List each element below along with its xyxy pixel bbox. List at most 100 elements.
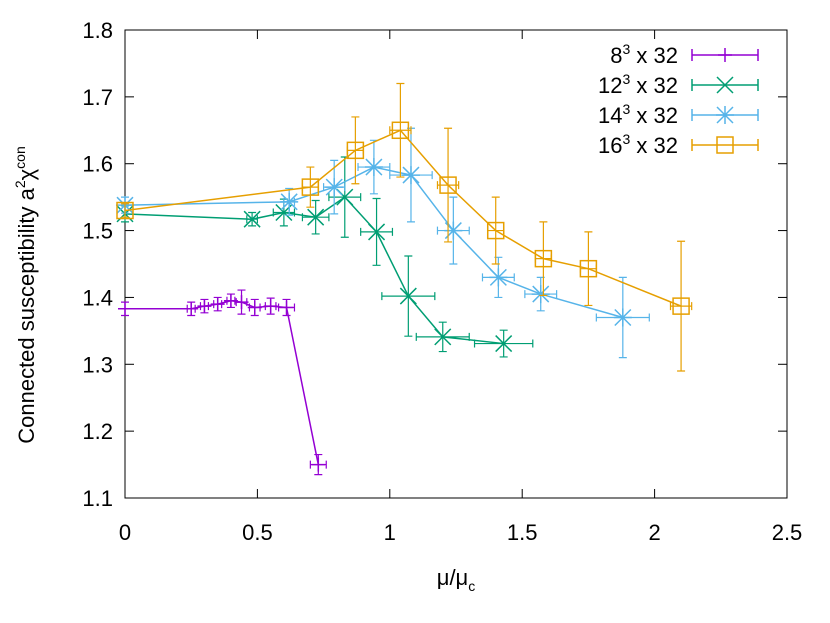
data-point (486, 196, 505, 265)
point-marker (531, 285, 550, 304)
y-tick-label: 1.4 (82, 285, 113, 310)
data-point (381, 255, 436, 337)
y-tick-label: 1.5 (82, 219, 113, 244)
data-point (184, 301, 199, 317)
data-point (481, 256, 515, 299)
point-marker (279, 300, 294, 315)
point-marker (263, 299, 278, 314)
data-point (301, 166, 320, 208)
data-point (323, 159, 346, 215)
series-layer (116, 82, 693, 476)
legend-label: 143 x 32 (598, 101, 678, 128)
point-marker (307, 208, 325, 226)
legend-label-base: 8 (610, 43, 622, 68)
data-point (223, 293, 238, 309)
data-point (436, 127, 460, 243)
y-tick-label: 1.3 (82, 352, 113, 377)
legend-label-base: 16 (598, 133, 622, 158)
legend-label-rest: x 32 (630, 73, 678, 98)
point-marker (434, 328, 452, 346)
point-marker (486, 221, 505, 240)
point-marker (280, 192, 299, 211)
y-error-bar (491, 196, 500, 265)
data-point (277, 298, 296, 317)
point-marker (325, 178, 344, 197)
point-marker (184, 301, 199, 316)
y-error-bar (677, 240, 686, 372)
y-axis-title-chi: χ (14, 168, 39, 180)
series-0 (118, 289, 327, 476)
y-error-bar (584, 231, 593, 307)
point-marker (672, 297, 690, 315)
data-point (415, 321, 470, 353)
point-marker (495, 335, 513, 353)
point-marker (118, 301, 132, 316)
legend-marker (718, 48, 732, 62)
data-point (210, 296, 225, 312)
y-axis-title-sup2: con (12, 146, 28, 169)
legend-label-base: 14 (598, 103, 622, 128)
point-marker (116, 201, 134, 220)
point-marker (243, 210, 261, 228)
x-tick-label: 2 (648, 520, 660, 545)
point-marker (210, 297, 225, 312)
data-point (263, 297, 278, 315)
data-point (524, 276, 558, 312)
data-point (280, 187, 299, 216)
series-3 (116, 82, 693, 372)
legend-line (691, 139, 759, 151)
y-tick-label: 1.1 (82, 486, 113, 511)
y-tick-label: 1.6 (82, 152, 113, 177)
x-axis-title: μ/μc (437, 565, 475, 594)
x-axis-title-sub: c (468, 578, 475, 594)
data-point (534, 221, 553, 297)
x-tick-label: 0.5 (242, 520, 273, 545)
y-error-bar (306, 166, 315, 208)
data-point (389, 82, 412, 178)
y-axis-title-sup1: 2 (12, 180, 28, 188)
point-marker (489, 268, 508, 287)
y-axis-title-main: Connected susceptibility a (14, 187, 39, 443)
y-tick-label: 1.2 (82, 419, 113, 444)
axis-ticks (124, 29, 788, 499)
x-tick-label: 0 (119, 520, 131, 545)
point-marker (368, 223, 386, 241)
data-point (473, 329, 534, 358)
y-tick-labels: 1.11.21.31.41.51.61.71.8 (82, 18, 113, 511)
legend-marker (716, 106, 734, 124)
legend-marker (716, 76, 734, 94)
legend-entry-0: 83 x 32 (610, 41, 759, 68)
point-marker (247, 300, 262, 315)
data-point (357, 139, 391, 195)
legend-label: 123 x 32 (598, 71, 678, 98)
legend-marker (716, 136, 734, 154)
point-marker (444, 221, 463, 240)
data-point (301, 199, 330, 235)
legend-label-base: 12 (598, 73, 622, 98)
point-marker (613, 308, 632, 327)
data-point (247, 298, 262, 317)
data-point (116, 201, 134, 220)
point-marker (364, 158, 383, 177)
legend-label-sup: 3 (623, 41, 631, 57)
data-point (243, 210, 261, 228)
legend-label-sup: 3 (623, 71, 631, 87)
data-point (669, 240, 693, 372)
y-axis-title: Connected susceptibility a2χcon (12, 146, 39, 444)
legend-entry-2: 143 x 32 (598, 101, 759, 128)
data-point (579, 231, 598, 307)
point-marker (399, 287, 417, 305)
legend-label: 163 x 32 (598, 131, 678, 158)
legend-label-sup: 3 (623, 101, 631, 117)
legend-entry-1: 123 x 32 (598, 71, 759, 98)
x-tick-label: 1.5 (507, 520, 538, 545)
point-marker (534, 249, 553, 268)
data-point (436, 196, 470, 265)
y-error-bar (444, 127, 453, 243)
data-point (118, 301, 132, 317)
point-marker (197, 299, 212, 314)
x-tick-label: 1 (384, 520, 396, 545)
y-tick-label: 1.7 (82, 85, 113, 110)
